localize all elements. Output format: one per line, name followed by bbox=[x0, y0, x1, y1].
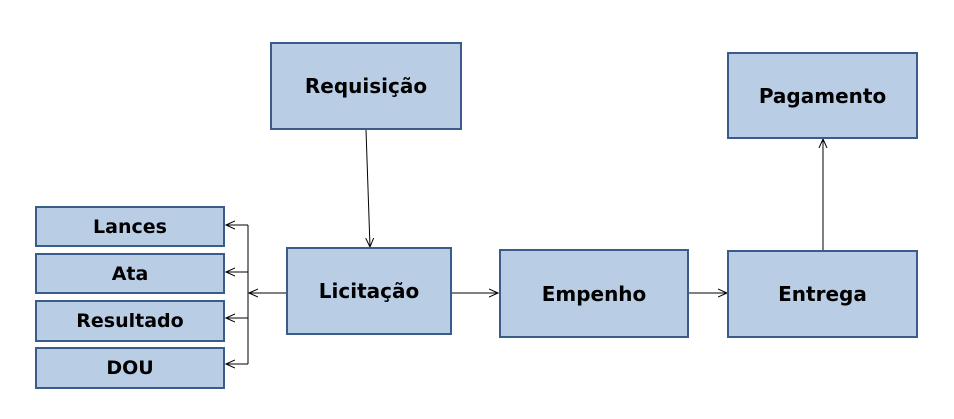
box-requisicao: Requisição bbox=[270, 42, 462, 130]
box-licitacao: Licitação bbox=[286, 247, 452, 335]
arrow-requisicao-licitacao bbox=[366, 129, 370, 247]
box-lances: Lances bbox=[35, 206, 225, 247]
box-empenho: Empenho bbox=[499, 249, 689, 338]
box-pagamento: Pagamento bbox=[727, 52, 918, 139]
box-entrega: Entrega bbox=[727, 250, 918, 338]
box-ata: Ata bbox=[35, 253, 225, 294]
box-dou: DOU bbox=[35, 347, 225, 389]
box-resultado: Resultado bbox=[35, 300, 225, 342]
